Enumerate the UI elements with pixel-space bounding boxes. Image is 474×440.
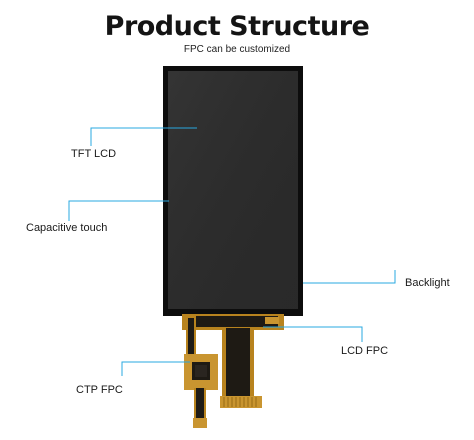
label-tft-lcd: TFT LCD <box>71 148 117 160</box>
glass-highlight <box>168 71 298 309</box>
label-capacitive-touch: Capacitive touch <box>26 222 108 234</box>
label-ctp-fpc: CTP FPC <box>76 384 123 396</box>
leader-capacitive-touch <box>68 200 169 221</box>
leader-tft-lcd <box>90 127 197 146</box>
ctp-fpc <box>184 316 218 428</box>
leader-backlight <box>303 270 396 284</box>
leader-ctp-fpc <box>121 361 190 376</box>
label-lcd-fpc: LCD FPC <box>341 345 389 357</box>
page-title: Product Structure <box>104 11 370 42</box>
page-subtitle: FPC can be customized <box>183 44 291 55</box>
label-backlight: Backlight <box>405 277 450 289</box>
lcd-fpc <box>182 314 284 408</box>
leader-lcd-fpc <box>263 326 363 342</box>
